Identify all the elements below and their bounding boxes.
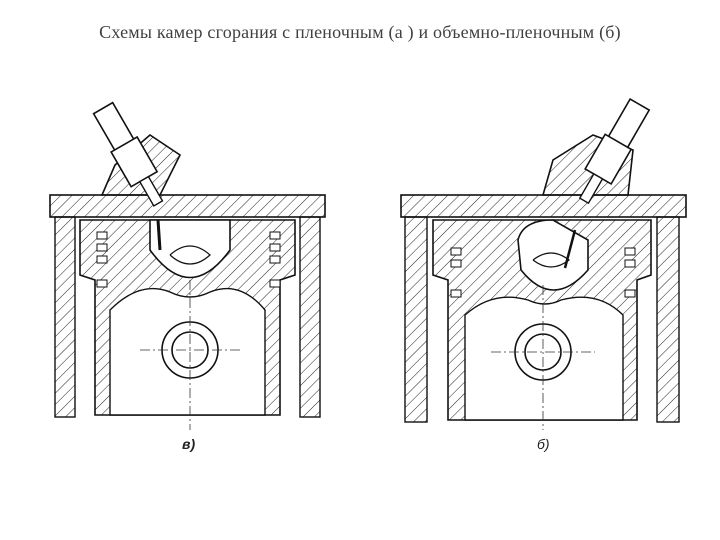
figure-a-label: в) — [182, 436, 196, 452]
liner-right — [299, 216, 321, 418]
combustion-bowl — [517, 219, 589, 291]
combustion-bowl — [149, 219, 231, 279]
diagram-film-chamber: в) — [40, 80, 340, 470]
slide-title: Схемы камер сгорания с пленочным (а ) и … — [99, 22, 621, 42]
cylinder-head — [49, 194, 326, 218]
liner-left — [404, 216, 428, 423]
injector — [92, 101, 164, 207]
cylinder-head — [400, 194, 687, 218]
figure-b-label: б) — [537, 436, 550, 452]
swirl-arrow — [169, 245, 211, 265]
ring-grooves-left — [450, 247, 462, 298]
liner-left — [54, 216, 76, 418]
fuel-spray — [156, 219, 162, 251]
diagram-b-drawing — [400, 97, 687, 430]
ring-grooves-right — [624, 247, 636, 298]
fuel-spray — [563, 229, 577, 269]
ring-grooves-right — [269, 231, 281, 288]
injector — [578, 97, 651, 205]
diagram-a-drawing — [49, 101, 326, 430]
liner-right — [656, 216, 680, 423]
diagram-volume-film-chamber: б) — [393, 80, 693, 470]
swirl-arrow — [532, 252, 570, 268]
ring-grooves-left — [96, 231, 108, 288]
